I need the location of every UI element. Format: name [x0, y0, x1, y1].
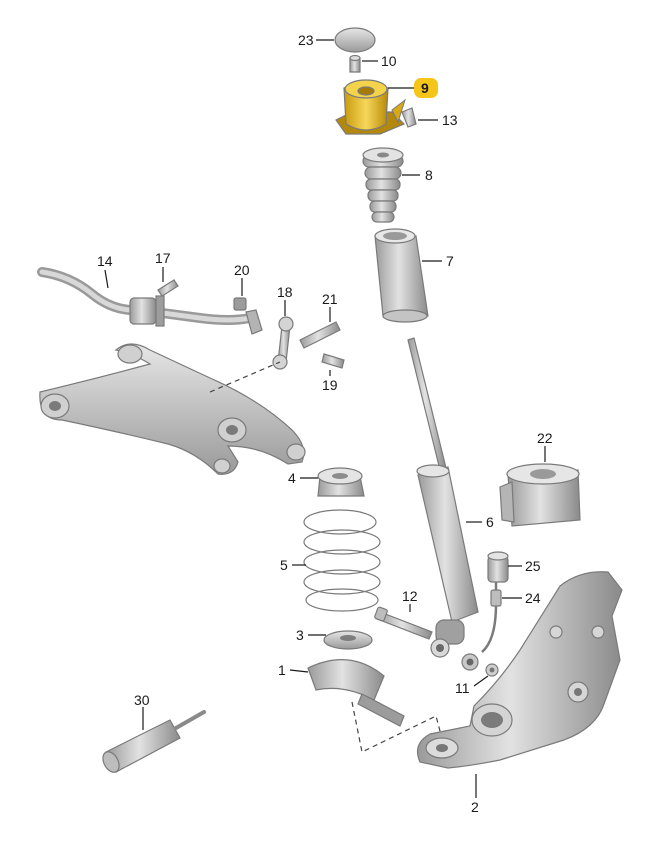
- callout-8: 8: [402, 167, 433, 183]
- svg-text:24: 24: [525, 590, 541, 606]
- part-14-stabilizer-bar: [37, 267, 255, 327]
- callout-24: 24: [502, 590, 541, 606]
- svg-text:13: 13: [442, 112, 458, 128]
- part-23-protective-cap: [334, 27, 376, 53]
- svg-text:21: 21: [322, 291, 338, 307]
- callout-22: 22: [537, 430, 553, 462]
- callout-14: 14: [97, 253, 113, 289]
- callout-20: 20: [234, 262, 250, 296]
- svg-text:17: 17: [155, 250, 171, 266]
- callout-18: 18: [277, 284, 293, 316]
- svg-text:3: 3: [296, 627, 304, 643]
- assembly-guide-line-link: [209, 361, 281, 393]
- callout-6: 6: [466, 514, 494, 530]
- svg-text:12: 12: [402, 588, 418, 604]
- svg-text:30: 30: [134, 692, 150, 708]
- svg-text:19: 19: [322, 377, 338, 393]
- part-6-shock-absorber: [407, 337, 479, 671]
- part-24-sensor-cable: [481, 582, 502, 653]
- svg-text:20: 20: [234, 262, 250, 278]
- part-3-lower-spring-seat: [323, 630, 373, 650]
- svg-text:4: 4: [288, 470, 296, 486]
- svg-text:18: 18: [277, 284, 293, 300]
- callout-12: 12: [402, 588, 418, 612]
- part-19-nut: [321, 353, 345, 369]
- callout-7: 7: [422, 253, 454, 269]
- callout-17: 17: [155, 250, 171, 282]
- svg-text:1: 1: [278, 662, 286, 678]
- part-11-nut: [485, 663, 499, 677]
- callout-11: 11: [455, 675, 489, 696]
- callout-19: 19: [322, 370, 338, 393]
- svg-text:14: 14: [97, 253, 113, 269]
- part-4-upper-spring-seat: [317, 467, 365, 497]
- svg-text:25: 25: [525, 558, 541, 574]
- svg-text:22: 22: [537, 430, 553, 446]
- part-30-grease-cartridge: [102, 710, 206, 773]
- part-21-bolt: [299, 321, 341, 349]
- svg-text:6: 6: [486, 514, 494, 530]
- part-12-bolt: [374, 606, 433, 640]
- callout-23: 23: [298, 32, 334, 48]
- svg-text:11: 11: [455, 680, 470, 696]
- callout-2: 2: [471, 774, 479, 815]
- part-9-strut-top-mount: [335, 79, 406, 135]
- callout-30: 30: [134, 692, 150, 730]
- svg-text:5: 5: [280, 557, 288, 573]
- part-5-coil-spring: [303, 509, 381, 612]
- callout-10: 10: [362, 53, 397, 69]
- svg-text:10: 10: [381, 53, 397, 69]
- svg-text:2: 2: [471, 799, 479, 815]
- part-8-bump-stop: [362, 147, 404, 223]
- callout-9-highlighted: 9: [388, 78, 438, 98]
- callout-1: 1: [278, 662, 309, 678]
- callout-5: 5: [280, 557, 306, 573]
- svg-text:9: 9: [421, 80, 429, 96]
- part-17-bolt: [157, 279, 179, 297]
- part-25-level-sensor: [487, 551, 509, 583]
- callout-21: 21: [322, 291, 338, 322]
- part-18-coupling-rod: [245, 309, 294, 370]
- part-10-nut: [349, 54, 361, 73]
- part-20-nut: [233, 297, 247, 311]
- svg-text:7: 7: [446, 253, 454, 269]
- part-13-bolt: [401, 107, 417, 128]
- svg-text:8: 8: [425, 167, 433, 183]
- part-2-wheel-carrier: [417, 571, 623, 769]
- lower-control-arm: [39, 343, 306, 475]
- svg-text:23: 23: [298, 32, 314, 48]
- part-7-dust-boot: [374, 228, 429, 323]
- part-1-spring-pad: [307, 659, 405, 727]
- callout-4: 4: [288, 470, 318, 486]
- callout-25: 25: [508, 558, 541, 574]
- callout-3: 3: [296, 627, 326, 643]
- callout-13: 13: [418, 112, 458, 128]
- part-22-rubber-bushing: [499, 463, 581, 527]
- assembly-guide-line: [351, 701, 445, 753]
